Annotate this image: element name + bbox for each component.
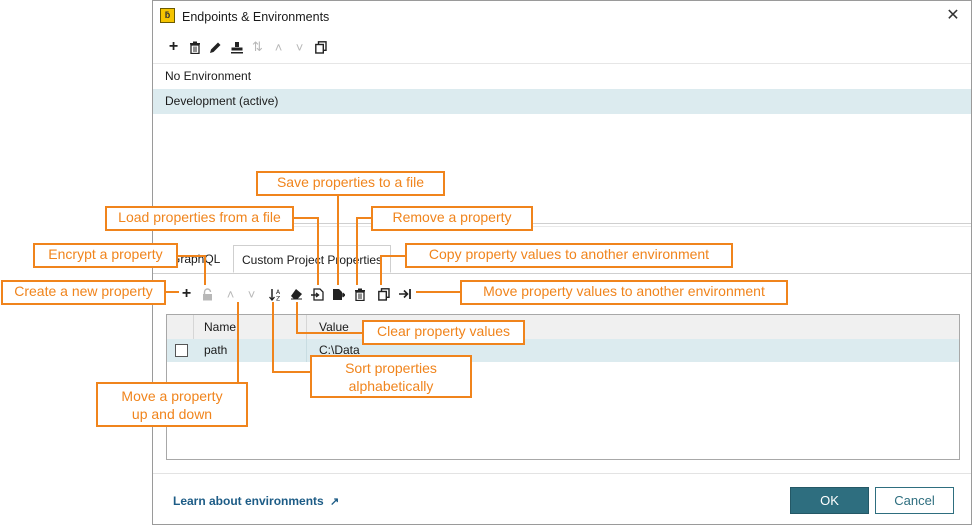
eraser-icon (291, 289, 302, 300)
leader-copy-env-v (380, 255, 382, 285)
move-to-environment-button[interactable] (394, 284, 415, 304)
property-value-cell[interactable]: C:\Data (319, 343, 360, 357)
copy-to-environment-button[interactable] (373, 284, 394, 304)
ok-button[interactable]: OK (790, 487, 869, 514)
trash-icon (189, 41, 200, 54)
clone-environment-button[interactable] (310, 37, 331, 57)
move-property-up-button[interactable]: ˄ (220, 284, 241, 304)
callout-move-property: Move a property up and down (96, 382, 248, 427)
leader-load-file-h (294, 217, 318, 219)
callout-move-values: Move property values to another environm… (460, 280, 788, 305)
sort-icon: ⇅ (252, 39, 263, 54)
footer-divider (153, 473, 971, 474)
svg-text:A: A (276, 289, 281, 296)
arrow-to-line-icon (398, 289, 411, 299)
leader-encrypt-v (204, 255, 206, 285)
leader-sort-v (272, 302, 274, 372)
app-logo-icon: ƃ (160, 8, 175, 23)
properties-toolbar: + ˄ ˅ A Z (176, 284, 415, 304)
activate-environment-button[interactable] (226, 37, 247, 57)
callout-sort-line-2: alphabetically (348, 378, 434, 394)
plus-icon: + (168, 38, 179, 55)
move-environment-down-button[interactable]: ˅ (289, 37, 310, 57)
table-row[interactable]: path C:\Data (167, 339, 959, 362)
properties-tabs: GraphQL Custom Project Properties (153, 245, 971, 274)
leader-sort-h (272, 371, 310, 373)
leader-move-env (416, 291, 460, 293)
external-link-icon: ↗ (330, 496, 340, 508)
environment-list: No Environment Development (active) (153, 63, 971, 224)
callout-sort-line-1: Sort properties (345, 360, 437, 376)
lock-icon (203, 287, 212, 300)
column-divider[interactable] (306, 315, 307, 339)
move-environment-up-button[interactable]: ˄ (268, 37, 289, 57)
leader-clear-h (296, 332, 362, 334)
callout-move-line-2: up and down (131, 406, 213, 422)
callout-load-properties: Load properties from a file (105, 206, 294, 231)
callout-create-property: Create a new property (1, 280, 166, 305)
title-bar: ƃ Endpoints & Environments ✕ (153, 1, 971, 33)
edit-environment-button[interactable] (205, 37, 226, 57)
sort-environments-button[interactable]: ⇅ (247, 37, 268, 57)
row-checkbox[interactable] (175, 344, 188, 357)
dialog-title: Endpoints & Environments (182, 10, 330, 24)
environment-toolbar: + ⇅ ˄ ˅ (163, 37, 331, 57)
svg-text:Z: Z (276, 295, 280, 301)
column-header-value[interactable]: Value (319, 320, 349, 334)
file-import-icon (311, 287, 324, 301)
chevron-down-icon: ˅ (295, 39, 304, 55)
callout-clear-values: Clear property values (362, 320, 525, 345)
chevron-up-icon: ˄ (274, 39, 283, 55)
callout-copy-values: Copy property values to another environm… (405, 243, 733, 268)
copy-icon (377, 287, 390, 301)
learn-link-label: Learn about environments (173, 494, 324, 508)
callout-encrypt-property: Encrypt a property (33, 243, 178, 268)
leader-copy-env-h (380, 255, 406, 257)
callout-save-properties: Save properties to a file (256, 171, 445, 196)
callout-sort-properties: Sort properties alphabetically (310, 355, 472, 398)
leader-load-file-v (317, 217, 319, 285)
callout-remove-property: Remove a property (371, 206, 533, 231)
leader-remove-v (356, 217, 358, 285)
environment-item-none[interactable]: No Environment (165, 69, 252, 83)
copy-icon (314, 40, 327, 54)
callout-move-line-1: Move a property (121, 388, 223, 404)
remove-property-button[interactable] (349, 284, 370, 304)
cell-divider (306, 339, 307, 362)
move-property-down-button[interactable]: ˅ (241, 284, 262, 304)
file-export-icon (333, 288, 345, 300)
leader-save-file (337, 195, 339, 285)
save-to-file-button[interactable] (328, 284, 349, 304)
leader-create (166, 291, 179, 293)
properties-grid: Name Value path C:\Data (166, 314, 960, 460)
property-name-cell[interactable]: path (204, 343, 228, 357)
trash-icon (354, 288, 365, 301)
stamp-icon (230, 41, 243, 53)
cancel-button[interactable]: Cancel (875, 487, 954, 514)
plus-icon: + (181, 285, 192, 302)
tab-custom-project-properties[interactable]: Custom Project Properties (233, 245, 392, 273)
sort-properties-button[interactable]: A Z (265, 284, 286, 304)
column-header-name[interactable]: Name (204, 320, 237, 334)
add-property-button[interactable]: + (176, 284, 197, 304)
leader-clear-v (296, 302, 298, 333)
grid-corner (167, 315, 194, 339)
chevron-up-icon: ˄ (226, 286, 235, 302)
add-environment-button[interactable]: + (163, 37, 184, 57)
grid-header: Name Value (167, 315, 959, 340)
delete-environment-button[interactable] (184, 37, 205, 57)
close-button[interactable]: ✕ (946, 7, 960, 24)
load-from-file-button[interactable] (307, 284, 328, 304)
environment-item-development[interactable]: Development (active) (153, 89, 971, 114)
learn-about-environments-link[interactable]: Learn about environments ↗ (173, 494, 339, 508)
clear-values-button[interactable] (286, 284, 307, 304)
leader-move-v (237, 302, 239, 382)
leader-remove-h (356, 217, 372, 219)
pencil-icon (210, 42, 221, 53)
encrypt-property-button[interactable] (197, 284, 218, 304)
leader-encrypt-h (178, 255, 205, 257)
sort-alpha-icon: A Z (268, 288, 281, 301)
panel-splitter[interactable] (153, 223, 971, 227)
chevron-down-icon: ˅ (247, 286, 256, 302)
